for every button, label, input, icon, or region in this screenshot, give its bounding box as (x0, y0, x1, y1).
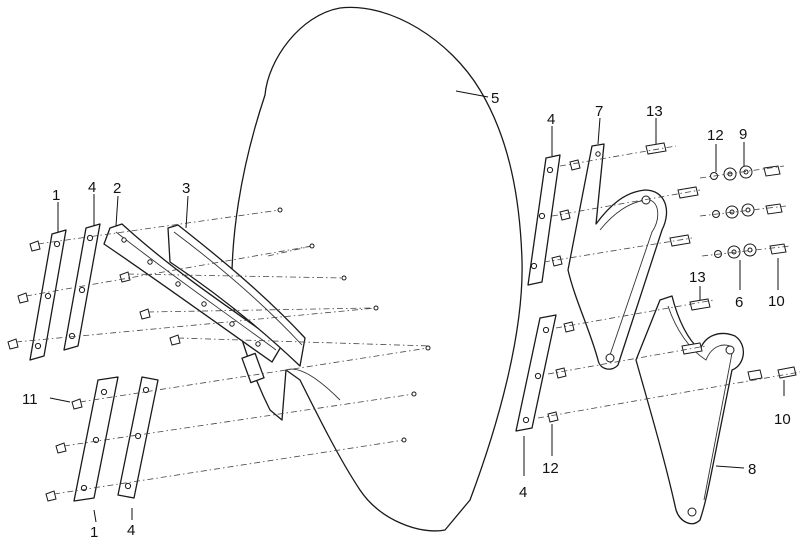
callout-8: 8 (748, 461, 756, 478)
left-fasteners (7, 240, 181, 502)
callout-6: 6 (735, 294, 743, 311)
callout-11: 11 (22, 391, 38, 408)
plate-4-top-right (527, 154, 561, 286)
callout-4-bottom-left: 4 (127, 522, 135, 539)
bracket-2 (103, 223, 283, 363)
callout-3: 3 (182, 180, 190, 197)
callout-13-top: 13 (646, 103, 663, 120)
callout-4-bottom-right: 4 (519, 484, 527, 501)
right-assembly-lines (537, 145, 800, 419)
windshield-panel (231, 6, 523, 532)
left-assembly-lines (15, 207, 431, 495)
callout-7: 7 (595, 103, 603, 120)
callout-13-mid: 13 (689, 269, 706, 286)
callout-labels: 1 4 2 3 5 11 1 4 4 7 13 12 9 6 10 13 10 … (22, 90, 791, 541)
leader-lines (49, 90, 785, 523)
callout-4-top-right: 4 (547, 111, 555, 128)
callout-1-bottom: 1 (90, 524, 98, 541)
plate-1-top (29, 229, 67, 361)
callout-10-top: 10 (768, 293, 785, 310)
callout-2: 2 (113, 180, 121, 197)
callout-1-top: 1 (52, 187, 60, 204)
callout-10-bottom: 10 (774, 411, 791, 428)
callout-9: 9 (739, 126, 747, 143)
callout-12-bottom: 12 (542, 460, 559, 477)
callout-4-top-left: 4 (88, 179, 96, 196)
arm-bracket-8 (635, 295, 744, 525)
callout-5: 5 (491, 90, 499, 107)
plate-1-bottom (73, 376, 119, 502)
strip-3 (167, 224, 306, 384)
plate-4-bottom-right (515, 314, 557, 432)
callout-12-top: 12 (707, 127, 724, 144)
plate-4-top-left (63, 223, 101, 351)
plate-4-bottom-left (117, 376, 159, 499)
